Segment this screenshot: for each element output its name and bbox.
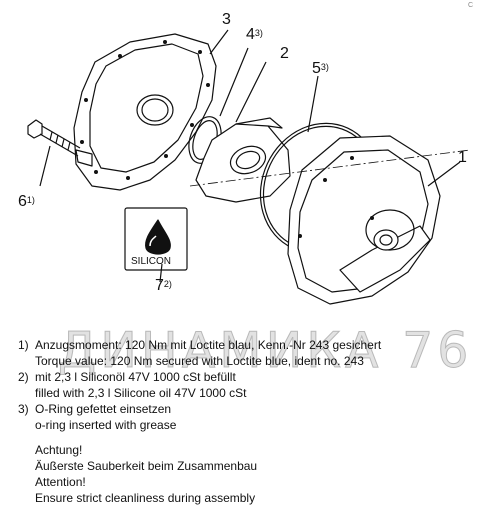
callout-5: 53) bbox=[312, 60, 329, 77]
note-line: o-ring inserted with grease bbox=[35, 418, 177, 432]
callout-2: 2 bbox=[280, 45, 289, 62]
warning-block: Achtung! Äußerste Sauberkeit beim Zusamm… bbox=[35, 442, 257, 506]
warning-line: Ensure strict cleanliness during assembl… bbox=[35, 491, 256, 505]
cover-plate bbox=[73, 33, 217, 191]
note-3: 3) O-Ring gefettet einsetzen o-ring inse… bbox=[18, 402, 177, 432]
callout-4: 43) bbox=[246, 26, 263, 43]
exploded-assembly-drawing bbox=[27, 29, 471, 305]
housing bbox=[287, 135, 441, 305]
warning-line: Äußerste Sauberkeit beim Zusammenbau bbox=[35, 459, 258, 473]
callout-1: 1 bbox=[458, 149, 467, 166]
notes-list: 1) Anzugsmoment: 120 Nm mit Loctite blau… bbox=[18, 337, 381, 433]
note-line: mit 2,3 l Siliconöl 47V 1000 cSt befüllt bbox=[35, 370, 236, 384]
corner-mark: C bbox=[467, 2, 473, 9]
callout-6: 61) bbox=[18, 193, 35, 210]
silicon-label: SILICON bbox=[131, 256, 172, 267]
note-1: 1) Anzugsmoment: 120 Nm mit Loctite blau… bbox=[18, 338, 382, 368]
warning-line: Achtung! bbox=[35, 443, 83, 457]
callout-7: 72) bbox=[155, 277, 172, 294]
note-line: filled with 2,3 l Silicone oil 47V 1000 … bbox=[35, 386, 247, 400]
silicon-symbol-box bbox=[124, 207, 188, 271]
note-line: Anzugsmoment: 120 Nm mit Loctite blau, K… bbox=[35, 338, 382, 352]
note-line: Torque value: 120 Nm secured with Loctit… bbox=[35, 354, 364, 368]
shaft-hub bbox=[195, 117, 291, 203]
note-2: 2) mit 2,3 l Siliconöl 47V 1000 cSt befü… bbox=[18, 370, 247, 400]
note-line: O-Ring gefettet einsetzen bbox=[35, 402, 172, 416]
callout-3: 3 bbox=[222, 11, 231, 28]
warning-line: Attention! bbox=[35, 475, 86, 489]
bolt bbox=[27, 119, 81, 157]
